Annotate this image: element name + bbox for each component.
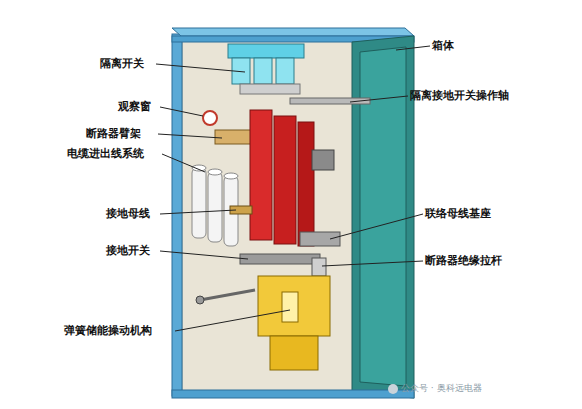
breaker-linkage [312,150,334,170]
part-label: 箱体 [432,39,454,52]
leader-lines [156,46,430,331]
isolator-base [240,84,300,94]
cable-end [208,169,222,175]
side-panel [352,36,414,398]
leader-line [156,64,245,72]
leader-line [350,96,408,102]
leader-line [160,210,236,214]
base-frame [172,390,414,398]
isolator-pole [254,58,272,84]
frame-post [172,34,182,396]
isolator-body [228,44,304,58]
earthing-switch [240,254,320,264]
cable-end [224,173,238,179]
part-label: 断路器臂架 [86,127,141,140]
spring-housing [282,292,298,322]
cable-termination [192,168,206,238]
cable-end [192,165,206,171]
leader-line [158,134,222,138]
back-panel [182,40,380,392]
leader-line [175,310,290,331]
part-label: 断路器绝缘拉杆 [425,254,502,267]
watermark: 公众号 · 奥科远电器 [401,383,482,394]
part-label: 隔离开关 [100,57,144,70]
breaker-pole [298,122,314,246]
part-label: 接地开关 [106,244,150,257]
part-label: 联络母线基座 [425,207,491,220]
cable-termination [208,172,222,242]
leader-line [322,261,423,266]
breaker-pole [274,116,296,244]
leader-line [160,251,248,259]
pivot [196,296,204,304]
part-label: 弹簧储能操动机构 [64,324,152,337]
insulating-rod [312,258,326,276]
leader-line [160,107,203,116]
leader-line [162,154,205,172]
breaker-pole [250,110,272,240]
spring-mechanism [258,276,330,336]
part-label: 隔离接地开关操作轴 [410,89,509,102]
isolator-pole [276,58,294,84]
observation-window [203,111,217,125]
busbar-base [300,232,340,246]
top-cap [172,28,414,36]
leader-line [396,46,430,50]
part-label: 接地母线 [106,207,150,220]
lower-arm [200,290,255,300]
part-label: 观察窗 [118,100,151,113]
spring-mechanism-lower [270,336,318,370]
leader-line [330,214,423,239]
watermark-icon [388,384,398,394]
part-label: 电缆进出线系统 [67,147,144,160]
breaker-arm [215,130,255,144]
